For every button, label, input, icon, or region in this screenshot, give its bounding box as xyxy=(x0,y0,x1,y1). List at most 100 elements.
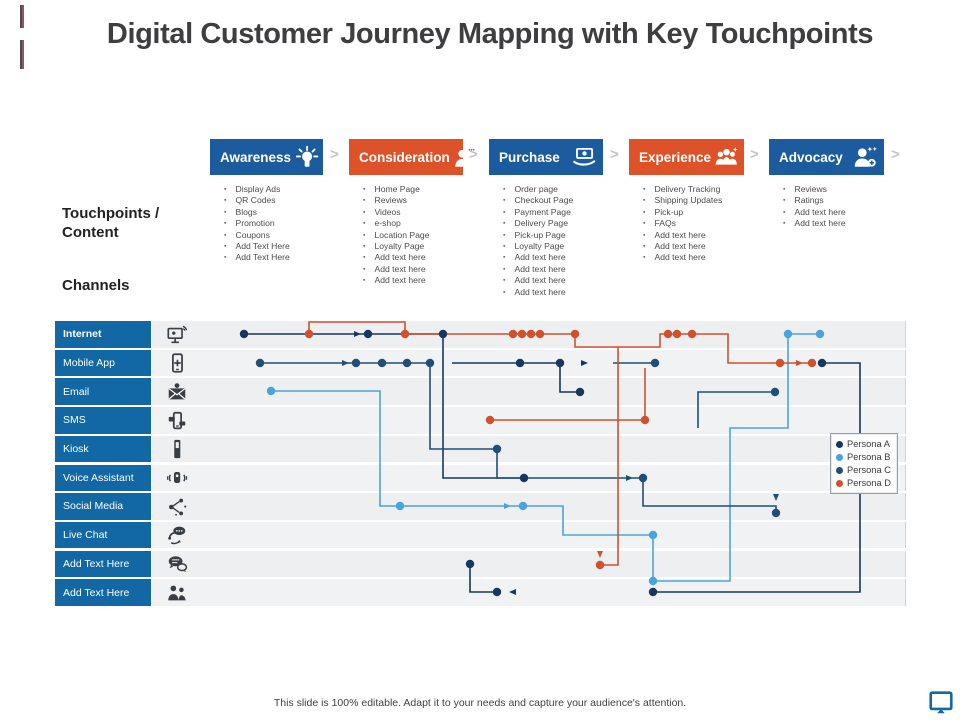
stage-item: ▪Home Page xyxy=(363,184,463,195)
stage-header-consideration[interactable]: Consideration xyxy=(349,139,477,175)
stage-item: ▪Add text here xyxy=(643,241,744,252)
stage-item: ▪ Shipping Updates xyxy=(643,195,744,206)
channels-label: Channels xyxy=(62,277,130,294)
stage-item: ▪Add text here xyxy=(503,275,603,286)
stage-item-label: Ratings xyxy=(794,195,824,206)
stage-item: ▪Blogs xyxy=(224,207,323,218)
bullet-icon: ▪ xyxy=(783,186,786,193)
channel-track xyxy=(152,464,906,492)
stage-header-experience[interactable]: Experience xyxy=(629,139,744,175)
stage-column-awareness: Awareness▪Display Ads▪QR Codes▪Blogs▪Pro… xyxy=(210,139,323,264)
accent-bar-bottom xyxy=(20,40,24,69)
people-icon xyxy=(166,582,188,604)
stage-column-consideration: Consideration▪Home Page▪Reviews▪Videos▪e… xyxy=(349,139,477,287)
stage-item-label: Checkout Page xyxy=(514,195,574,206)
live-chat-icon xyxy=(166,524,188,546)
channel-cell-sms[interactable]: SMS xyxy=(55,407,151,434)
stage-item: ▪Add text here xyxy=(363,275,463,286)
channel-cell-internet[interactable]: Internet xyxy=(55,321,151,348)
bullet-icon: ▪ xyxy=(503,186,506,193)
stage-item-label: Add text here xyxy=(794,218,846,229)
chat-bubbles-icon xyxy=(166,553,188,575)
stage-item-label: Payment Page xyxy=(514,206,571,217)
bullet-icon: ▪ xyxy=(224,186,227,193)
stage-item: ▪e-shop xyxy=(363,218,463,229)
legend-item: Persona C xyxy=(836,464,894,477)
stage-item: ▪Ratings xyxy=(783,195,884,206)
stage-item: ▪ Promotion xyxy=(224,218,323,229)
bullet-icon: ▪ xyxy=(643,186,646,193)
channel-cell-social-media[interactable]: Social Media xyxy=(55,493,151,520)
stage-item: ▪FAQs xyxy=(643,218,744,229)
bullet-icon: ▪ xyxy=(503,220,506,228)
bullet-icon: ▪ xyxy=(503,231,506,239)
stage-item-list: ▪Order page▪Checkout Page▪Payment Page▪D… xyxy=(489,184,603,298)
bullet-icon: ▪ xyxy=(643,243,646,251)
channel-cell-mobile-app[interactable]: Mobile App xyxy=(55,349,151,377)
stage-item-label: Add text here xyxy=(654,252,706,263)
footer-note: This slide is 100% editable. Adapt it to… xyxy=(273,697,687,709)
bullet-icon: ▪ xyxy=(643,231,646,239)
stage-item: ▪Pick-up xyxy=(643,207,744,218)
bullet-icon: ▪ xyxy=(363,265,366,273)
stage-item: ▪Add text here xyxy=(503,252,603,263)
bullet-icon: ▪ xyxy=(224,197,227,205)
stage-item-label: Add text here xyxy=(654,229,706,240)
stage-title: Experience xyxy=(639,149,712,165)
stage-item: ▪Videos xyxy=(363,207,463,218)
channel-cell-add-text-here[interactable]: Add Text Here xyxy=(55,579,151,606)
chevron-right-icon: > xyxy=(891,146,900,163)
email-icon xyxy=(166,381,188,403)
channel-track xyxy=(152,349,906,377)
stage-item-list: ▪Delivery Tracking▪Shipping Updates▪Pick… xyxy=(629,184,744,264)
bullet-icon: ▪ xyxy=(363,243,366,251)
stage-item-label: Promotion xyxy=(235,218,275,229)
stage-item-label: Add text here xyxy=(514,275,566,286)
channel-track xyxy=(152,407,906,434)
channel-track xyxy=(152,579,906,606)
channel-cell-kiosk[interactable]: Kiosk xyxy=(55,435,151,463)
channel-cell-add-text-here[interactable]: Add Text Here xyxy=(55,550,151,578)
bullet-icon: ▪ xyxy=(224,243,227,251)
stage-item-label: Videos xyxy=(374,206,401,217)
stage-header-purchase[interactable]: Purchase xyxy=(489,139,603,175)
mobile-app-icon xyxy=(166,352,188,374)
social-media-icon xyxy=(166,496,188,518)
stage-item-label: Pick-up xyxy=(654,206,684,217)
stage-item: ▪Reviews xyxy=(783,184,884,195)
person-stars-icon xyxy=(852,144,878,170)
bullet-icon: ▪ xyxy=(363,186,366,193)
chevron-right-icon: > xyxy=(469,146,478,163)
channel-track xyxy=(152,521,906,549)
channel-cell-voice-assistant[interactable]: Voice Assistant xyxy=(55,464,151,492)
legend-label: Persona D xyxy=(847,478,891,488)
bullet-icon: ▪ xyxy=(643,197,646,205)
voice-assistant-icon xyxy=(166,467,188,489)
stage-item-list: ▪Display Ads▪QR Codes▪Blogs▪Promotion▪Co… xyxy=(210,184,323,264)
stage-item-label: Shipping Updates xyxy=(654,195,723,206)
stage-item: ▪Display Ads xyxy=(224,184,323,195)
stage-item: ▪Add text here xyxy=(783,218,884,229)
stage-item: ▪Checkout Page xyxy=(503,195,603,206)
bullet-icon: ▪ xyxy=(783,208,786,216)
bullet-icon: ▪ xyxy=(363,254,366,262)
channel-cell-email[interactable]: Email xyxy=(55,378,151,405)
stage-item-list: ▪Reviews▪Ratings▪Add text here▪Add text … xyxy=(769,184,884,230)
channel-cell-live-chat[interactable]: Live Chat xyxy=(55,521,151,549)
legend-item: Persona A xyxy=(836,438,894,451)
stage-header-awareness[interactable]: Awareness xyxy=(210,139,323,175)
channel-track xyxy=(152,378,906,405)
stage-item-label: Loyalty Page xyxy=(374,241,425,252)
monitor-icon xyxy=(928,690,954,716)
stage-item-label: e-shop xyxy=(374,218,401,229)
channel-track xyxy=(152,321,906,348)
stage-item-label: Reviews xyxy=(374,195,407,206)
stage-item: ▪ QR Codes xyxy=(224,195,323,206)
bullet-icon: ▪ xyxy=(224,220,227,228)
bullet-icon: ▪ xyxy=(643,254,646,262)
stage-item: ▪Add text here xyxy=(783,207,884,218)
legend-dot-icon xyxy=(836,480,843,487)
people-group-icon xyxy=(713,144,739,170)
stage-item-label: QR Codes xyxy=(235,195,276,206)
stage-header-advocacy[interactable]: Advocacy xyxy=(769,139,884,175)
